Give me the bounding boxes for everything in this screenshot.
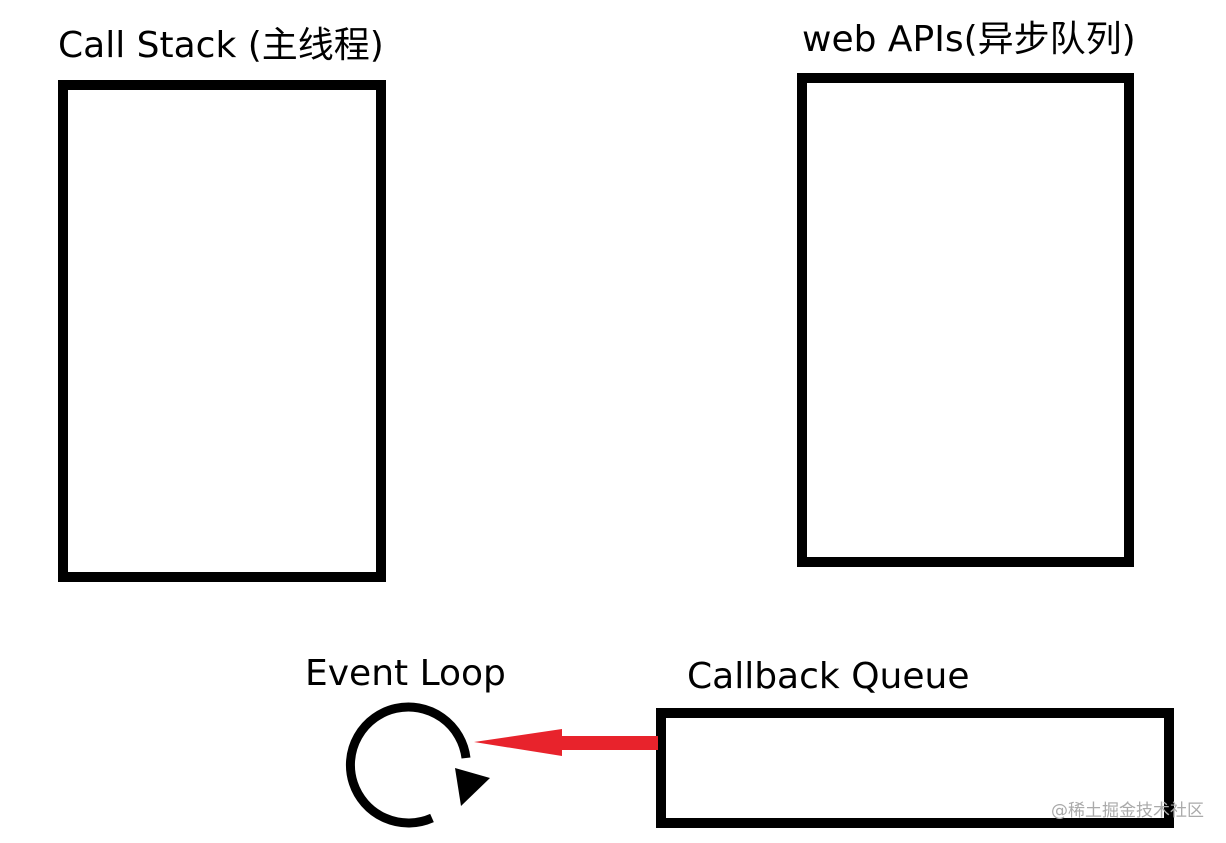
callback-to-event-loop-arrow — [474, 729, 658, 756]
arrow-shaft — [560, 736, 658, 750]
call-stack-label: Call Stack (主线程) — [58, 25, 384, 66]
watermark: @稀土掘金技术社区 — [1051, 801, 1204, 821]
web-apis-label: web APIs(异步队列) — [802, 19, 1136, 60]
event-loop-label: Event Loop — [305, 653, 506, 694]
web-apis-box — [797, 73, 1134, 567]
call-stack-box — [58, 80, 386, 582]
event-loop-icon — [345, 702, 490, 828]
callback-queue-box — [656, 708, 1174, 828]
callback-queue-label: Callback Queue — [687, 656, 970, 697]
arrow-head — [474, 729, 562, 756]
